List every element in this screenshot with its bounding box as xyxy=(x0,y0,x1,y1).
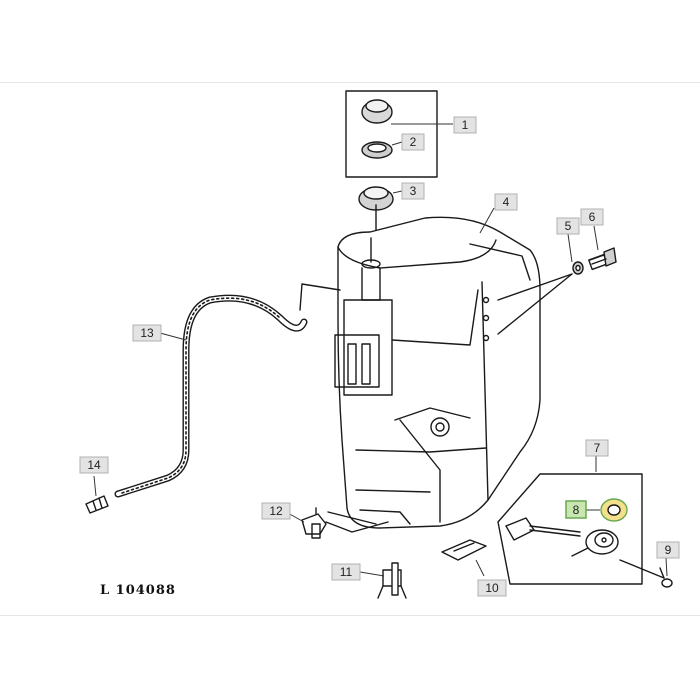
callout-11-label: 11 xyxy=(340,565,353,579)
seal-ring-part[interactable] xyxy=(361,141,393,159)
callout-14[interactable]: 14 xyxy=(79,456,109,474)
callout-2-label: 2 xyxy=(410,135,417,149)
bracket-part[interactable] xyxy=(441,539,487,561)
drain-fitting-part[interactable] xyxy=(301,507,327,539)
callout-4[interactable]: 4 xyxy=(494,193,518,211)
callout-13[interactable]: 13 xyxy=(132,324,162,342)
callout-7[interactable]: 7 xyxy=(585,439,609,457)
callout-1[interactable]: 1 xyxy=(453,116,477,134)
callout-6[interactable]: 6 xyxy=(580,208,604,226)
callout-9[interactable]: 9 xyxy=(656,541,680,559)
bolt-part[interactable] xyxy=(588,247,617,271)
callout-8[interactable]: 8 xyxy=(565,500,587,519)
washer-part[interactable] xyxy=(572,261,584,275)
callout-3-label: 3 xyxy=(410,184,417,198)
callout-2[interactable]: 2 xyxy=(401,133,425,151)
callout-14-label: 14 xyxy=(87,458,101,472)
filler-grommet-part[interactable] xyxy=(358,186,394,249)
hose-connector-part[interactable] xyxy=(85,495,109,514)
callout-12[interactable]: 12 xyxy=(261,502,291,520)
filler-cap-part[interactable] xyxy=(361,99,393,124)
level-sensor-part[interactable] xyxy=(505,517,619,557)
sensor-seal-part[interactable] xyxy=(600,498,628,522)
callout-5-label: 5 xyxy=(565,219,572,233)
screw-part[interactable] xyxy=(659,567,673,588)
callout-1-label: 1 xyxy=(462,118,469,132)
callout-10-label: 10 xyxy=(485,581,499,595)
hose-part[interactable] xyxy=(114,294,308,498)
valve-part[interactable] xyxy=(377,562,407,599)
callout-9-label: 9 xyxy=(665,543,672,557)
reservoir-tank[interactable] xyxy=(334,216,541,529)
callout-3[interactable]: 3 xyxy=(401,182,425,200)
callout-7-label: 7 xyxy=(594,441,601,455)
figure-reference: L 104088 xyxy=(100,583,176,598)
callout-11[interactable]: 11 xyxy=(331,563,361,581)
callout-5[interactable]: 5 xyxy=(556,217,580,235)
callout-8-label: 8 xyxy=(573,503,580,517)
callout-4-label: 4 xyxy=(503,195,510,209)
callout-12-label: 12 xyxy=(269,504,283,518)
callout-13-label: 13 xyxy=(140,326,154,340)
callout-10[interactable]: 10 xyxy=(477,579,507,597)
callout-6-label: 6 xyxy=(589,210,596,224)
